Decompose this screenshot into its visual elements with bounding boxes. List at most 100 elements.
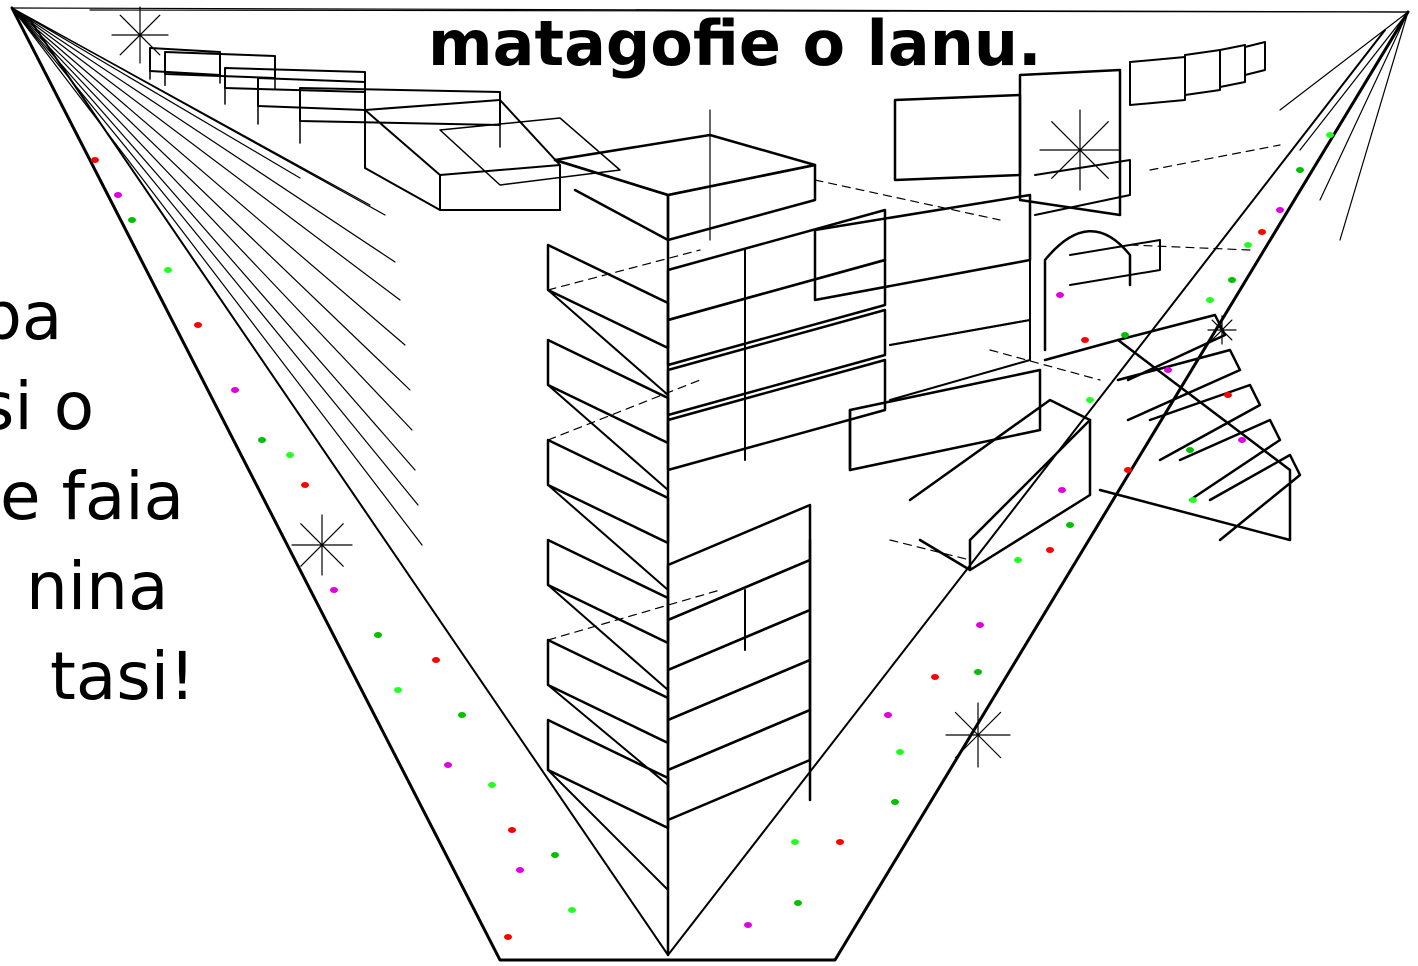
confetti-dot-5 <box>231 387 239 393</box>
stroke-3 <box>89 9 1409 13</box>
shape-55 <box>364 99 561 176</box>
shape-49 <box>257 77 366 111</box>
confetti-dot-0 <box>91 157 99 163</box>
confetti-dot-20 <box>504 934 512 940</box>
shape-108 <box>1244 41 1266 76</box>
shape-77 <box>547 769 669 891</box>
shape-98 <box>1069 239 1161 286</box>
confetti-dot-9 <box>330 587 338 593</box>
confetti-dot-14 <box>458 712 466 718</box>
stroke-39 <box>1051 121 1109 179</box>
confetti-dot-34 <box>1066 522 1074 528</box>
confetti-dot-33 <box>1058 487 1066 493</box>
stroke-10 <box>11 7 416 471</box>
stroke-27 <box>300 523 344 567</box>
left-caption-line-2: si o <box>0 368 95 445</box>
confetti-dot-45 <box>1276 207 1284 213</box>
dashed-118 <box>1149 144 1281 171</box>
shape-70 <box>546 438 670 545</box>
dashed-114 <box>547 589 721 641</box>
confetti-dot-40 <box>1224 392 1232 398</box>
shape-84 <box>666 608 812 722</box>
shape-83 <box>666 558 812 672</box>
shape-91 <box>814 259 1031 346</box>
dashed-115 <box>814 179 1001 221</box>
shape-62 <box>553 158 670 242</box>
shape-105 <box>1129 56 1186 106</box>
confetti-dot-42 <box>1228 277 1236 283</box>
shape-104 <box>1043 338 1292 542</box>
top-caption: matagofie o lanu. <box>428 7 1042 80</box>
left-caption-line-5: tasi! <box>50 638 196 715</box>
shape-72 <box>546 538 670 645</box>
confetti-dot-13 <box>444 762 452 768</box>
stroke-17 <box>1319 11 1409 201</box>
shape-79 <box>666 258 887 367</box>
shape-66 <box>546 243 670 350</box>
confetti-dot-17 <box>516 867 524 873</box>
confetti-dot-6 <box>258 437 266 443</box>
shape-81 <box>666 358 887 472</box>
confetti-dot-36 <box>1124 467 1132 473</box>
shape-61 <box>553 133 817 197</box>
stroke-9 <box>11 7 413 431</box>
shape-107 <box>1219 44 1246 88</box>
left-caption-line-4: nina <box>26 548 169 625</box>
dashed-116 <box>989 349 1101 381</box>
shape-2 <box>29 19 1386 956</box>
shape-67 <box>547 289 669 396</box>
shape-0 <box>10 6 1410 962</box>
confetti-dot-26 <box>891 799 899 805</box>
confetti-dot-10 <box>374 632 382 638</box>
confetti-dot-3 <box>164 267 172 273</box>
shape-100 <box>1116 348 1242 422</box>
stroke-6 <box>11 7 401 301</box>
confetti-dot-44 <box>1258 229 1266 235</box>
shape-71 <box>547 484 669 591</box>
confetti-dot-1 <box>114 192 122 198</box>
dashed-119 <box>1129 244 1251 251</box>
confetti-dot-41 <box>1238 437 1246 443</box>
curve-97 <box>1043 229 1132 352</box>
shape-92 <box>889 319 1031 401</box>
confetti-dot-8 <box>301 482 309 488</box>
confetti-dot-18 <box>551 852 559 858</box>
shape-96 <box>1034 159 1131 216</box>
confetti-dot-27 <box>896 749 904 755</box>
shape-102 <box>1178 418 1282 502</box>
stroke-15 <box>11 7 301 179</box>
shape-94 <box>893 93 1022 182</box>
stroke-23 <box>119 14 161 56</box>
confetti-dot-22 <box>794 900 802 906</box>
left-caption-line-1: pa <box>0 278 63 355</box>
dashed-112 <box>547 249 701 291</box>
confetti-dot-2 <box>128 217 136 223</box>
left-caption: pa si o e faia nina tasi! <box>0 272 196 722</box>
stroke-18 <box>1339 11 1409 241</box>
shape-73 <box>547 584 669 691</box>
confetti-dot-23 <box>791 839 799 845</box>
confetti-dot-29 <box>976 622 984 628</box>
shape-60 <box>439 117 621 186</box>
shape-90 <box>813 193 1032 302</box>
confetti-dot-51 <box>1206 297 1214 303</box>
confetti-dot-28 <box>931 674 939 680</box>
stroke-14 <box>11 7 341 191</box>
confetti-dot-43 <box>1244 242 1252 248</box>
confetti-dot-4 <box>194 322 202 328</box>
shape-106 <box>1184 49 1221 96</box>
stroke-11 <box>11 7 419 506</box>
shape-95 <box>1018 68 1122 217</box>
confetti-dot-50 <box>1121 332 1129 338</box>
confetti-dot-16 <box>508 827 516 833</box>
confetti-dot-12 <box>432 657 440 663</box>
stroke-7 <box>11 7 406 346</box>
confetti-dot-38 <box>1186 447 1194 453</box>
confetti-dot-15 <box>488 782 496 788</box>
shape-59 <box>364 167 561 211</box>
stroke-5 <box>11 7 396 263</box>
shape-68 <box>546 338 670 445</box>
confetti-dot-19 <box>568 907 576 913</box>
